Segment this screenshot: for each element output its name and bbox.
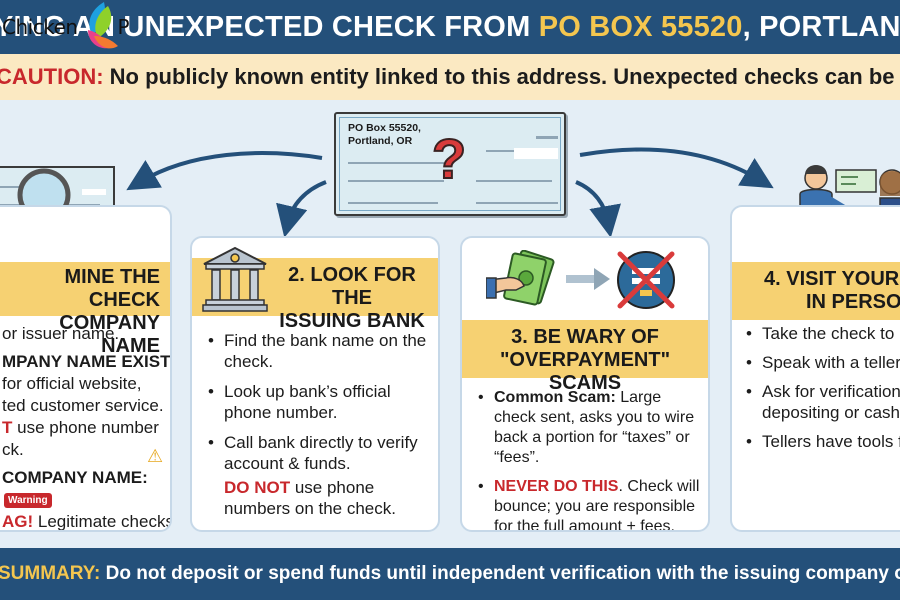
warning-badge: Warning: [4, 493, 52, 508]
center-check-illustration: PO Box 55520, Portland, OR ?: [334, 112, 566, 216]
logo-leaf-icon: [87, 2, 118, 49]
summary-label: SUMMARY:: [0, 563, 101, 584]
arrow-to-step4: [579, 147, 774, 189]
money-hand-icon: [486, 250, 555, 306]
flow-arrows: [126, 147, 774, 238]
list-item: •Call bank directly to verify account & …: [208, 433, 418, 473]
list-item: •Tellers have tools fakes.: [746, 432, 900, 451]
step-3-card: 3. BE WARY OF "OVERPAYMENT" SCAMS •Commo…: [460, 236, 710, 532]
caution-text: No publicly known entity linked to this …: [103, 64, 900, 89]
step-1-card: MINE THE CHECK COMPANY NAME or issuer na…: [0, 205, 172, 532]
check-address: PO Box 55520, Portland, OR: [348, 122, 421, 147]
title-banner: YING AN UNEXPECTED CHECK FROM PO BOX 555…: [0, 0, 900, 54]
step-3-list: •Common Scam: Large check sent, asks you…: [476, 388, 700, 532]
step-2-list: •Find the bank name on the check. •Look …: [206, 330, 430, 528]
list-item: •Find the bank name on the check.: [208, 331, 427, 371]
warning-triangle-icon: ⚠: [147, 446, 164, 466]
caution-banner: CAUTION: No publicly known entity linked…: [0, 54, 900, 100]
step-2-note: DO NOT use phone numbers on the check.: [224, 478, 396, 518]
list-item: •Speak with a teller: [746, 353, 900, 372]
list-item: •Common Scam: Large check sent, asks you…: [478, 389, 695, 466]
summary-banner: SUMMARY: Do not deposit or spend funds u…: [0, 548, 900, 600]
arrow-to-step3: [575, 180, 621, 238]
summary-text: Do not deposit or spend funds until inde…: [105, 563, 900, 584]
question-mark-icon: ?: [431, 126, 467, 191]
list-item: •NEVER DO THIS. Check will bounce; you a…: [478, 478, 700, 532]
arrow-to-step2: [276, 180, 327, 238]
caution-label: CAUTION:: [0, 64, 104, 89]
list-item: •Take the check to bank.: [746, 324, 900, 343]
blocked-card-icon: [617, 251, 675, 309]
step-1-title: MINE THE CHECK COMPANY NAME: [0, 262, 170, 357]
step-1-body: or issuer name. MPANY NAME EXISTS: for o…: [2, 324, 172, 531]
po-box-highlight: PO BOX 55520: [538, 11, 743, 43]
page-title: YING AN UNEXPECTED CHECK FROM PO BOX 555…: [0, 11, 900, 43]
list-item: •Look up bank’s official phone number.: [208, 382, 391, 422]
logo-watermark: Chicken P: [2, 0, 130, 54]
bank-building-icon: [202, 246, 268, 312]
list-item: •Ask for verification depositing or cash: [746, 382, 900, 422]
step-2-card: 2. LOOK FOR THE ISSUING BANK •Find the b…: [190, 236, 440, 532]
step-4-card: 4. VISIT YOUR B IN PERSON •Take the chec…: [730, 205, 900, 532]
arrow-to-step1: [126, 151, 323, 191]
step-3-title: 3. BE WARY OF "OVERPAYMENT" SCAMS: [462, 320, 708, 394]
step-4-title: 4. VISIT YOUR B IN PERSON: [732, 262, 900, 320]
step-4-list: •Take the check to bank. •Speak with a t…: [744, 323, 900, 461]
arrow-right-icon: [566, 268, 610, 290]
